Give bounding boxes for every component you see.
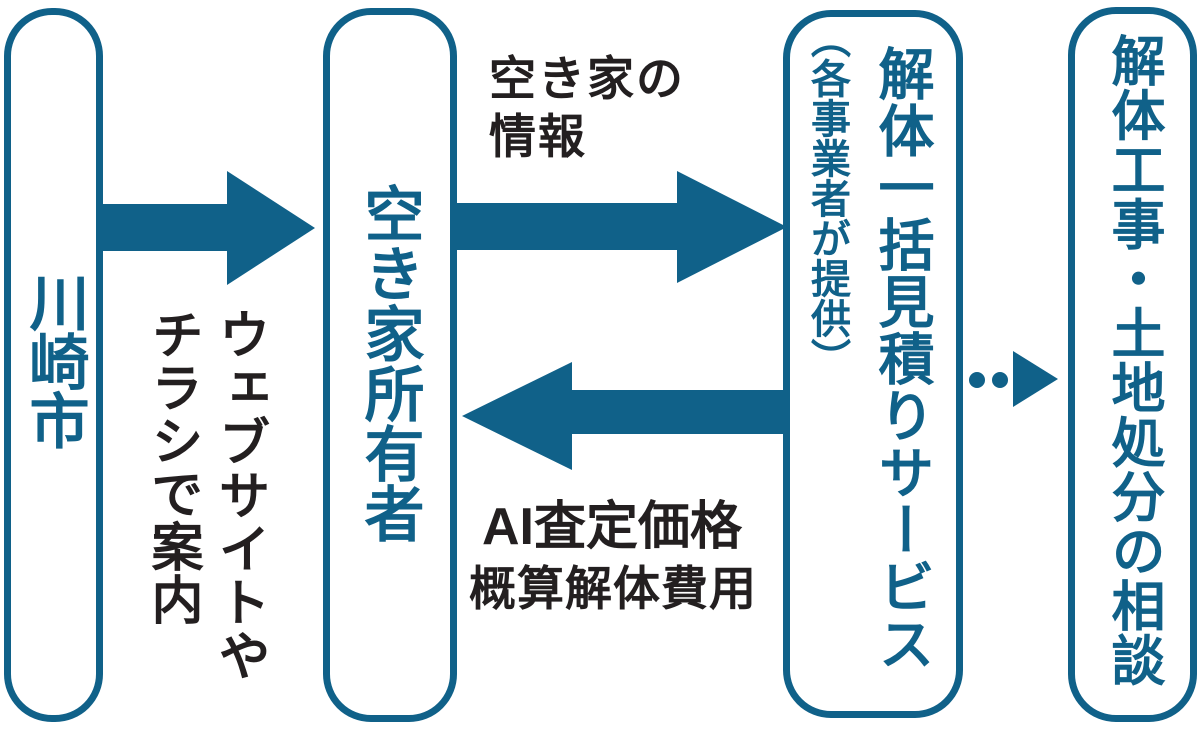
edge-city-to-owner-label-col1: ウェブサイトや (210, 308, 268, 683)
edge-owner-to-service-label: 空き家の 情報 (489, 50, 685, 166)
edge-service-to-owner-label: AI査定価格 概算解体費用 (469, 494, 757, 617)
arrow-city-to-owner-head-icon (227, 171, 315, 285)
edge-owner-to-service-label-line1: 空き家の (489, 52, 685, 105)
dotted-arrow-dot-1 (969, 372, 985, 388)
edge-owner-to-service-label-line2: 情報 (489, 110, 587, 163)
node-vacant-house-owner (323, 8, 457, 722)
arrow-service-to-owner-shaft (570, 390, 785, 434)
node-kawasaki-city (4, 8, 103, 722)
arrow-service-to-owner-head-icon (462, 362, 572, 470)
node-kawasaki-city-label: 川崎市 (21, 272, 88, 449)
arrow-owner-to-service-head-icon (677, 171, 787, 283)
node-demolition-quote-service-label: 解体一括見積りサービス (871, 45, 934, 672)
dotted-arrow-dot-2 (992, 372, 1008, 388)
edge-service-to-owner-label-line2: 概算解体費用 (469, 562, 757, 615)
dotted-arrow-head-icon (1013, 351, 1058, 407)
arrow-owner-to-service-shaft (455, 203, 679, 250)
node-demolition-quote-service (783, 10, 963, 718)
node-demolition-consultation (1068, 7, 1197, 722)
arrow-city-to-owner-shaft (101, 204, 229, 251)
node-demolition-quote-service-sublabel: （各事業者が提供） (805, 18, 849, 378)
edge-city-to-owner-label-col2: チラシで案内 (143, 308, 201, 626)
edge-service-to-owner-label-line1: AI査定価格 (482, 498, 743, 556)
node-demolition-consultation-label: 解体工事・土地処分の相談 (1103, 33, 1163, 687)
node-vacant-house-owner-label: 空き家所有者 (356, 183, 423, 543)
